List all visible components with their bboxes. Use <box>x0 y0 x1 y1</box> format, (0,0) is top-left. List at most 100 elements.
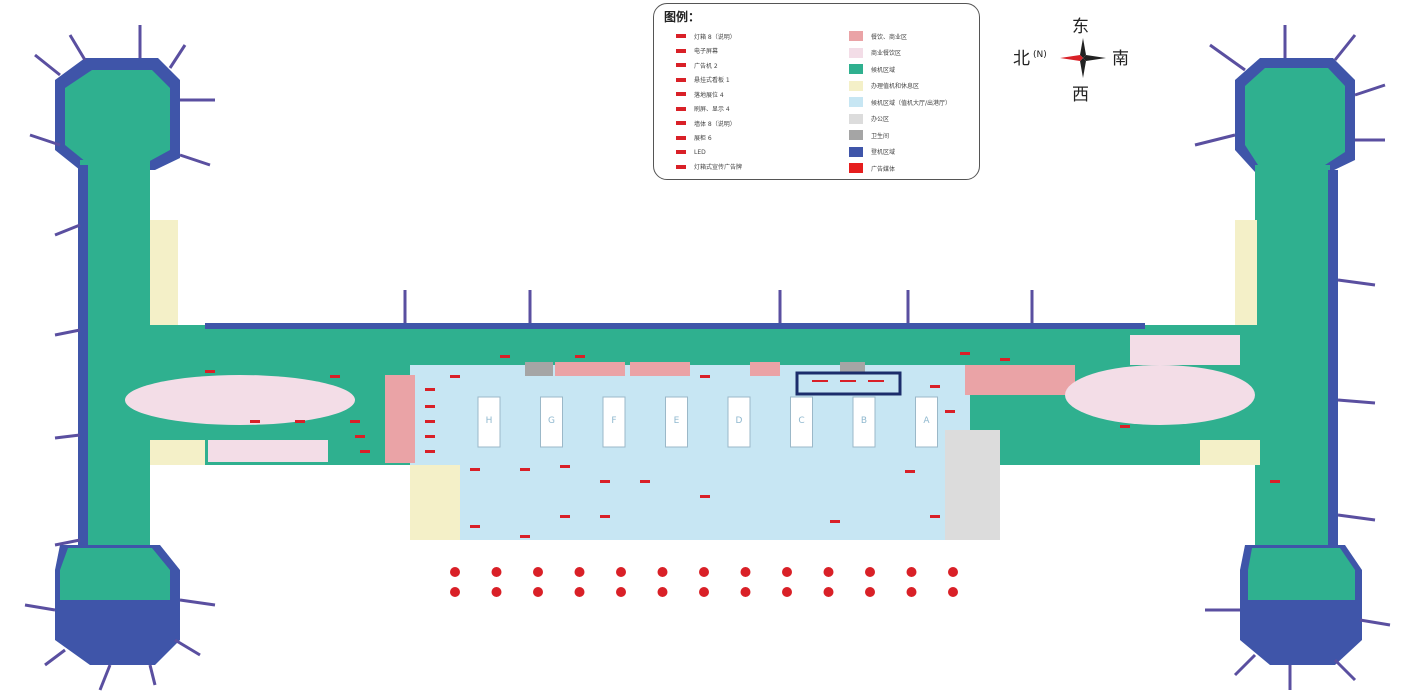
display-icon <box>674 105 688 113</box>
media-marker <box>520 535 530 538</box>
media-marker <box>600 480 610 483</box>
media-marker <box>295 420 305 423</box>
washroom-1 <box>525 362 553 376</box>
circle-marker <box>491 587 502 597</box>
circle-marker <box>574 587 585 597</box>
jet-bridge <box>168 44 187 69</box>
checkin-island <box>602 396 626 448</box>
legend-symbol-item: 灯箱式宣传广告牌 <box>674 161 742 173</box>
jet-bridge <box>1354 83 1386 97</box>
commercial-strip-2 <box>630 362 690 376</box>
jet-bridge <box>54 328 81 337</box>
circle-marker <box>574 567 585 577</box>
legend-area-item: 登机区域 <box>849 146 895 158</box>
legend-symbol-label: 广告机 2 <box>694 62 718 70</box>
east-commercial <box>965 365 1075 395</box>
media-marker <box>930 515 940 518</box>
media-marker <box>930 385 940 388</box>
legend-area-item: 餐饮、商业区 <box>849 30 907 42</box>
jet-bridge <box>1337 513 1376 522</box>
gate-letter: G <box>548 416 555 426</box>
east-pier-corridor <box>1255 165 1330 570</box>
west-pier <box>55 58 180 665</box>
checkin-hall-lower <box>410 465 950 540</box>
checkin-islands <box>477 396 938 448</box>
west-pink-area <box>208 440 328 462</box>
gate-letter: E <box>673 416 680 426</box>
legend-symbol-item: 悬挂式看板 1 <box>674 74 730 86</box>
gate-circle-markers <box>450 567 958 597</box>
jet-bridge <box>54 538 81 547</box>
circle-marker <box>616 567 626 577</box>
media-mark <box>868 380 884 382</box>
circle-marker <box>948 567 958 577</box>
circle-marker <box>865 587 875 597</box>
main-terminal <box>125 323 1260 540</box>
legend-symbol-label: 电子屏幕 <box>694 48 719 55</box>
legend-symbol-label: 刷屏、显示 4 <box>694 106 730 113</box>
legend-symbol-label: 灯箱 8（说明） <box>694 33 736 41</box>
media-marker <box>700 495 710 498</box>
legend-symbol-item: LED <box>674 146 706 158</box>
legend-symbol-item: 刷屏、显示 4 <box>674 103 730 115</box>
media-marker <box>575 355 585 358</box>
legend-area-label: 商业餐饮区 <box>871 50 902 57</box>
checkin-island <box>665 396 688 448</box>
circle-marker <box>699 587 709 597</box>
circle-marker <box>782 587 792 597</box>
circle-marker <box>616 587 626 597</box>
media-marker <box>700 375 710 378</box>
jet-bridge <box>1333 34 1357 61</box>
circle-marker <box>699 567 709 577</box>
legend-swatch <box>849 146 863 157</box>
media-marker <box>360 450 370 453</box>
legend-symbol-item: 墙体 8（说明） <box>674 117 736 129</box>
east-pier-north-head-inner <box>1245 68 1345 165</box>
legend-area-label: 餐饮、商业区 <box>871 33 908 41</box>
compass-rose-icon <box>1060 38 1106 78</box>
legend-swatch <box>849 130 863 140</box>
legend-swatch <box>849 47 863 58</box>
east-pier-boarding-strip <box>1328 170 1338 570</box>
jet-bridge <box>24 603 56 612</box>
checkin-island <box>477 396 501 448</box>
legend-symbol-label: 展柜 6 <box>694 135 712 142</box>
legend-area-label: 办公区 <box>871 116 890 123</box>
jet-bridge <box>68 34 87 61</box>
east-pink-area <box>1130 335 1240 365</box>
compass-west: 西 <box>1072 85 1089 105</box>
media-marker <box>425 450 435 453</box>
media-marker <box>470 468 480 471</box>
media-marker <box>350 420 360 423</box>
lightbox-icon <box>674 32 688 40</box>
circle-marker <box>491 567 502 577</box>
legend-area-label: 广告媒体 <box>871 165 896 173</box>
west-pier-boarding-strip <box>78 165 88 570</box>
jet-bridge <box>34 53 61 77</box>
legend-symbol-item: 落地展位 4 <box>674 88 724 100</box>
showcase-icon <box>674 134 688 142</box>
circle-marker <box>782 567 792 577</box>
media-marker <box>830 520 840 523</box>
media-markers <box>205 352 1280 538</box>
highlighted-media-spot <box>795 371 902 396</box>
gate-letter: C <box>798 416 805 426</box>
circle-marker <box>906 567 917 577</box>
circle-marker <box>823 567 834 577</box>
gate-letter: A <box>923 416 930 426</box>
legend-symbol-label: 落地展位 4 <box>694 91 724 99</box>
west-cream-area <box>150 440 205 465</box>
circle-marker <box>657 567 668 577</box>
gate-letter: B <box>860 416 868 426</box>
jet-bridge <box>174 638 201 657</box>
legend-swatch <box>849 113 863 124</box>
east-pier-cream-area <box>1235 220 1257 340</box>
legend-area-label: 登机区域 <box>871 149 896 156</box>
media-marker <box>945 410 955 413</box>
media-marker <box>205 370 215 373</box>
jet-bridge <box>1233 653 1257 677</box>
circle-marker <box>906 587 917 597</box>
jet-bridge <box>148 664 157 686</box>
